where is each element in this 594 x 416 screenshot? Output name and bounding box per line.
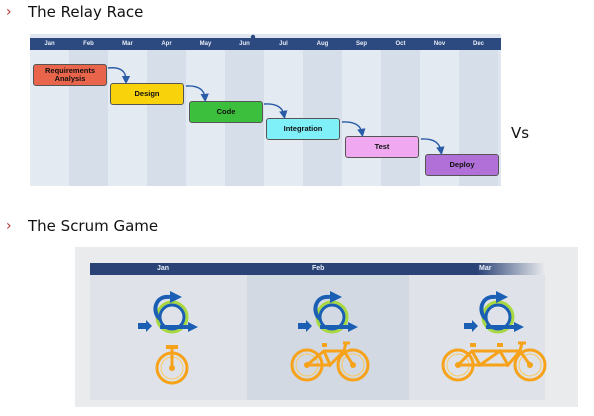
phase-integration: Integration: [266, 118, 340, 140]
timeline-marker: [250, 34, 256, 40]
month-label: Mar: [122, 41, 133, 47]
month-label: Jun: [239, 41, 250, 47]
month-label: Feb: [83, 41, 94, 47]
bullet-text: The Scrum Game: [28, 217, 159, 235]
month-label: Jan: [44, 41, 55, 47]
handoff-arrow-icon: [420, 138, 445, 156]
scrum-illustrations: [136, 289, 547, 385]
handoff-arrow-icon: [341, 121, 366, 138]
cycle-arrow-icon: [296, 289, 360, 334]
month-column: [147, 50, 186, 186]
month-header-bar: Jan Feb Mar Apr May Jun Jul Aug Sep Oct …: [30, 38, 501, 50]
month-column: [342, 50, 381, 186]
month-column: [108, 50, 147, 186]
bicycle-icon: [290, 341, 370, 382]
handoff-arrow-icon: [263, 103, 288, 120]
phase-code: Code: [189, 101, 263, 123]
cycle-arrow-icon: [136, 289, 200, 334]
month-label: Oct: [395, 41, 406, 47]
waterfall-diagram: Jan Feb Mar Apr May Jun Jul Aug Sep Oct …: [30, 34, 501, 186]
month-label: Aug: [316, 41, 329, 47]
bullet-text: The Relay Race: [28, 3, 144, 21]
month-label: Jan: [157, 265, 170, 272]
month-label: Feb: [312, 265, 325, 272]
tandem-bicycle-icon: [441, 341, 547, 382]
handoff-arrows: [107, 34, 445, 156]
month-label: Nov: [433, 41, 446, 47]
scrum-diagram: Jan Feb Mar: [75, 247, 578, 407]
cycle-arrow-icon: [462, 289, 526, 334]
month-header-bar: Jan Feb Mar: [90, 263, 545, 275]
unicycle-icon: [155, 345, 189, 385]
versus-label: Vs: [511, 124, 530, 142]
phase-requirements-analysis: Requirements Analysis: [33, 64, 107, 86]
phase-deploy: Deploy: [425, 154, 499, 176]
bullet-scrum-game: › The Scrum Game: [6, 217, 158, 235]
month-label: Sep: [355, 41, 367, 47]
month-label: Dec: [472, 41, 484, 47]
month-label: May: [199, 41, 212, 47]
handoff-arrow-icon: [107, 67, 131, 85]
phase-design: Design: [110, 83, 184, 105]
bullet-marker: ›: [6, 4, 12, 20]
bullet-relay-race: › The Relay Race: [6, 3, 143, 21]
month-label: Jul: [279, 41, 288, 47]
month-label: Apr: [161, 41, 172, 47]
handoff-arrow-icon: [185, 85, 209, 103]
month-label: Mar: [479, 265, 492, 272]
phase-test: Test: [345, 136, 419, 158]
bullet-marker: ›: [6, 218, 12, 234]
month-column: [381, 50, 420, 186]
